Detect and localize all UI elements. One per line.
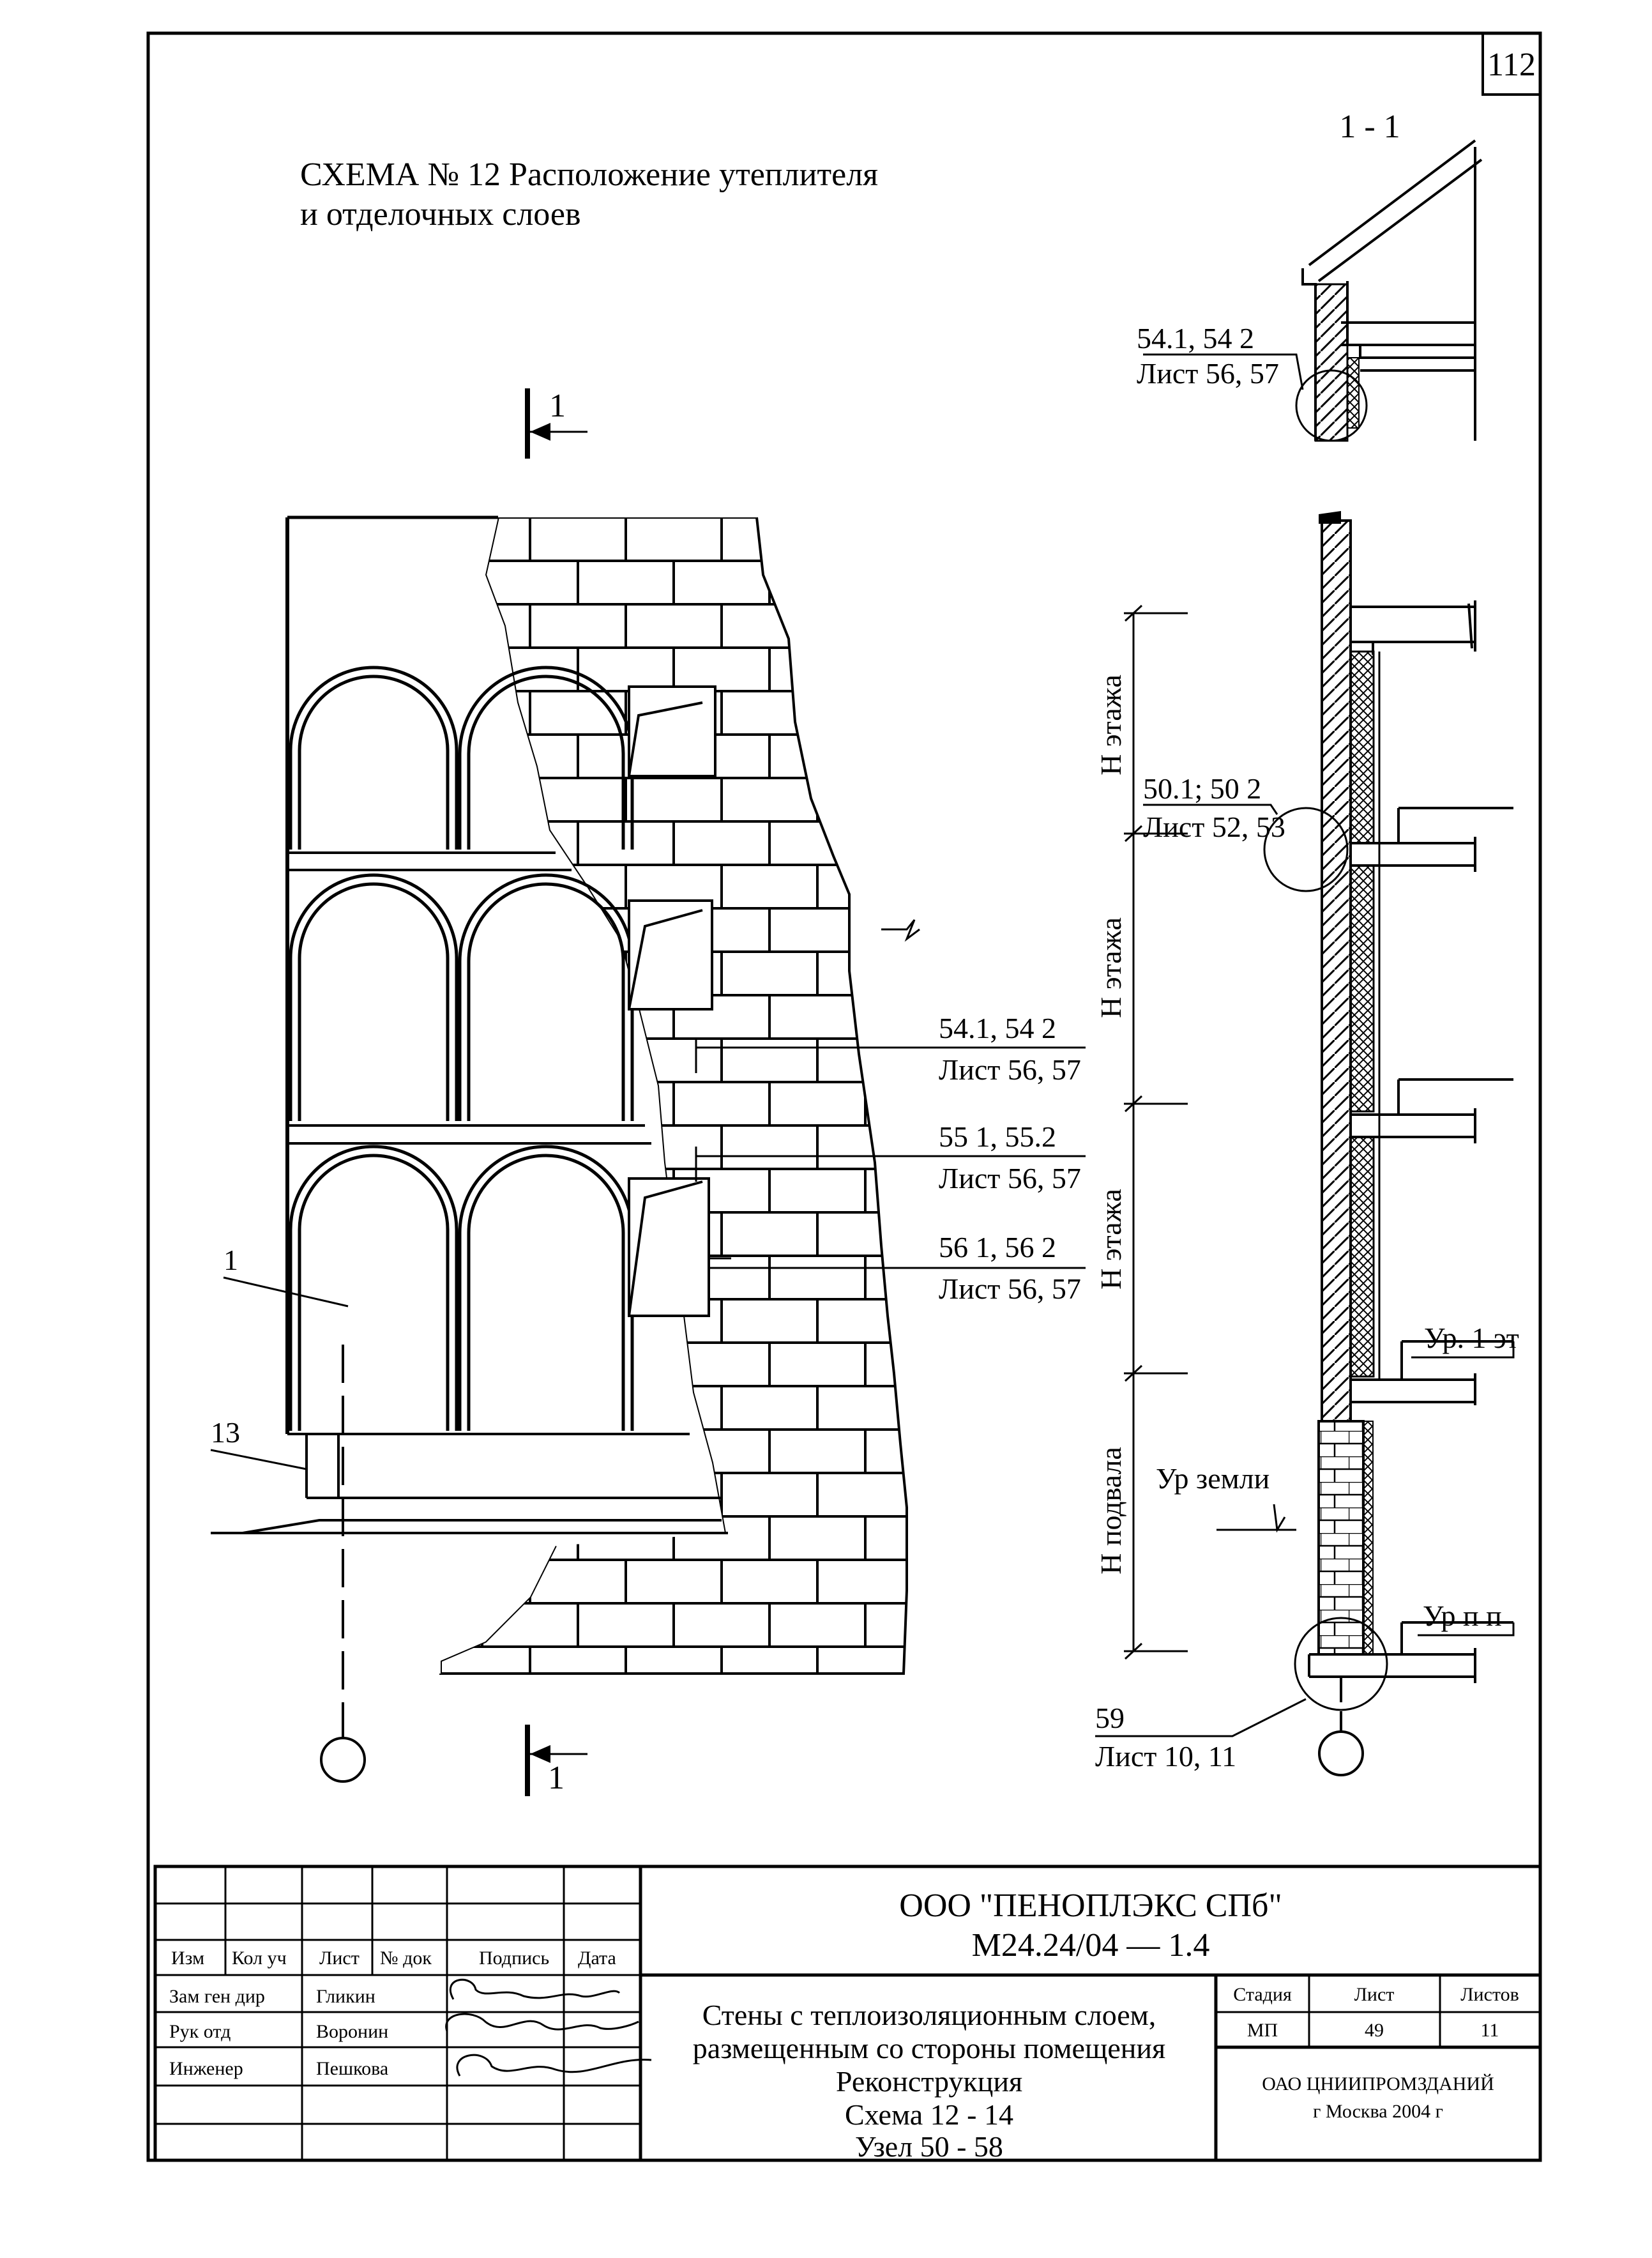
wall-node-circle <box>1263 807 1349 892</box>
insulation-layer-3 <box>1349 1136 1375 1378</box>
arched-window-frame <box>289 1145 458 1431</box>
masonry-wall <box>1321 519 1352 1423</box>
basement-brick-wall <box>1317 1420 1365 1656</box>
level-first-floor: Ур. 1 эт <box>1424 1322 1519 1354</box>
wall-openings <box>628 685 716 1317</box>
section-label: 1 - 1 <box>1339 109 1400 145</box>
arched-windows <box>289 666 634 1431</box>
arched-window-frame <box>467 882 625 1121</box>
stamp-name-2: Воронин <box>316 2021 388 2042</box>
page-number: 112 <box>1487 47 1536 83</box>
stamp-sheets-label: Листов <box>1460 1984 1519 2005</box>
position-1-label: 1 <box>224 1244 238 1276</box>
insulation-layer-1 <box>1349 650 1375 844</box>
dim-basement: Н подвала <box>1095 1447 1127 1575</box>
basement-insulation <box>1363 1421 1374 1655</box>
stamp-header-sign: Подпись <box>479 1948 549 1969</box>
section-callout-a: 54.1, 54 2 <box>1137 322 1254 355</box>
section-mark-top: 1 <box>525 388 587 459</box>
axis-marker <box>320 1737 366 1783</box>
facade-leaders <box>210 1038 1086 1470</box>
position-13-label: 13 <box>211 1416 240 1449</box>
dim-floor-1: Н этажа <box>1095 675 1127 775</box>
base-callout-b: Лист 10, 11 <box>1095 1740 1236 1773</box>
stamp-company: ООО "ПЕНОПЛЭКС СПб" <box>899 1888 1282 1924</box>
wall-section: Н этажа Н этажа Н этажа Н подвала 50.1; … <box>1095 511 1519 1776</box>
section-callout-b: Лист 56, 57 <box>1137 357 1279 390</box>
facade-callout-3b: Лист 56, 57 <box>939 1272 1081 1305</box>
arched-window-frame <box>289 873 458 1121</box>
stamp-name-3: Пешкова <box>316 2058 388 2079</box>
stamp-sheets: 11 <box>1481 2020 1499 2041</box>
arched-window-frame <box>298 675 450 850</box>
wall-callout-a: 50.1; 50 2 <box>1143 772 1261 805</box>
facade-callout-2a: 55 1, 55.2 <box>939 1120 1056 1153</box>
stamp-desc-2: размещенным со стороны помещения <box>693 2032 1165 2064</box>
signatures <box>445 1979 652 2077</box>
arched-window-frame <box>458 1145 634 1431</box>
stamp-stage: МП <box>1247 2020 1278 2041</box>
break-mark <box>881 919 920 942</box>
level-ground: Ур земли <box>1156 1462 1269 1495</box>
stamp-sheet-label: Лист <box>1354 1984 1395 2005</box>
insulation-layer-2 <box>1349 864 1375 1113</box>
title-line-2: и отделочных слоев <box>300 196 581 233</box>
level-marks <box>1216 1341 1515 1636</box>
facade-callout-2b: Лист 56, 57 <box>939 1162 1081 1194</box>
wall-callout-b: Лист 52, 53 <box>1143 811 1285 843</box>
stamp-desc-3: Реконструкция <box>836 2065 1022 2098</box>
dim-floor-2: Н этажа <box>1095 917 1127 1018</box>
arched-window-frame <box>298 882 450 1121</box>
facade-callout-1a: 54.1, 54 2 <box>939 1012 1056 1044</box>
section-mark-top-label: 1 <box>549 388 566 424</box>
stamp-code: М24.24/04 — 1.4 <box>972 1927 1210 1964</box>
wall-axis-marker <box>1318 1730 1364 1776</box>
arched-window-frame <box>467 1154 625 1431</box>
stamp-role-3: Инженер <box>169 2058 243 2079</box>
stamp-city: г Москва 2004 г <box>1313 2101 1443 2122</box>
dim-floor-3: Н этажа <box>1095 1189 1127 1290</box>
stamp-role-2: Рук отд <box>169 2021 231 2042</box>
arched-window-frame <box>298 1154 450 1431</box>
facade-callout-3a: 56 1, 56 2 <box>939 1231 1056 1263</box>
base-node-circle <box>1294 1617 1388 1711</box>
arched-window-frame <box>467 675 625 850</box>
stamp-header-kol: Кол уч <box>232 1948 287 1969</box>
facade-callout-1b: Лист 56, 57 <box>939 1053 1081 1086</box>
section-mark-bottom: 1 <box>525 1725 587 1796</box>
section-mark-bottom-label: 1 <box>548 1760 565 1796</box>
arched-window-frame <box>289 666 458 850</box>
base-callout-a: 59 <box>1095 1702 1125 1734</box>
arched-window-frame <box>458 666 634 850</box>
stamp-desc-5: Узел 50 - 58 <box>855 2130 1003 2163</box>
floor-slabs <box>1308 600 1513 1683</box>
stamp-org: ОАО ЦНИИПРОМЗДАНИЙ <box>1262 2073 1494 2094</box>
title-block-text: Изм Кол уч Лист № док Подпись Дата Зам г… <box>169 1888 1519 2163</box>
stamp-name-1: Гликин <box>316 1986 375 2007</box>
level-basement-floor: Ур п п <box>1423 1599 1502 1632</box>
stamp-header-list: Лист <box>319 1948 360 1969</box>
stamp-desc-4: Схема 12 - 14 <box>845 2098 1013 2131</box>
floor-bands <box>287 851 690 1435</box>
drawing-title: СХЕМА № 12 Расположение утеплителя и отд… <box>300 156 878 233</box>
stamp-header-doc: № док <box>380 1948 432 1969</box>
stamp-header-izm: Изм <box>171 1948 204 1969</box>
stamp-role-1: Зам ген дир <box>169 1986 265 2007</box>
stamp-sheet: 49 <box>1365 2020 1384 2041</box>
stamp-header-date: Дата <box>578 1948 616 1969</box>
title-line-1: СХЕМА № 12 Расположение утеплителя <box>300 156 878 193</box>
section-thumbnail: 1 - 1 54.1, 54 2 Лист 56, 57 <box>1137 109 1483 442</box>
page-number-box: 112 <box>1481 32 1542 96</box>
stamp-desc-1: Стены с теплоизоляционным слоем, <box>702 1999 1156 2031</box>
title-block <box>153 1865 1542 2162</box>
stamp-stage-label: Стадия <box>1233 1984 1292 2005</box>
arched-window-frame <box>458 873 634 1121</box>
facade-panel <box>287 517 725 1674</box>
section-node-circle <box>1295 369 1368 442</box>
height-dimension <box>1124 604 1188 1660</box>
facade-view: 1 13 54.1, 54 2 Лист 56, 57 55 1, 55.2 Л… <box>210 515 1086 1783</box>
plinth <box>211 1434 728 1534</box>
